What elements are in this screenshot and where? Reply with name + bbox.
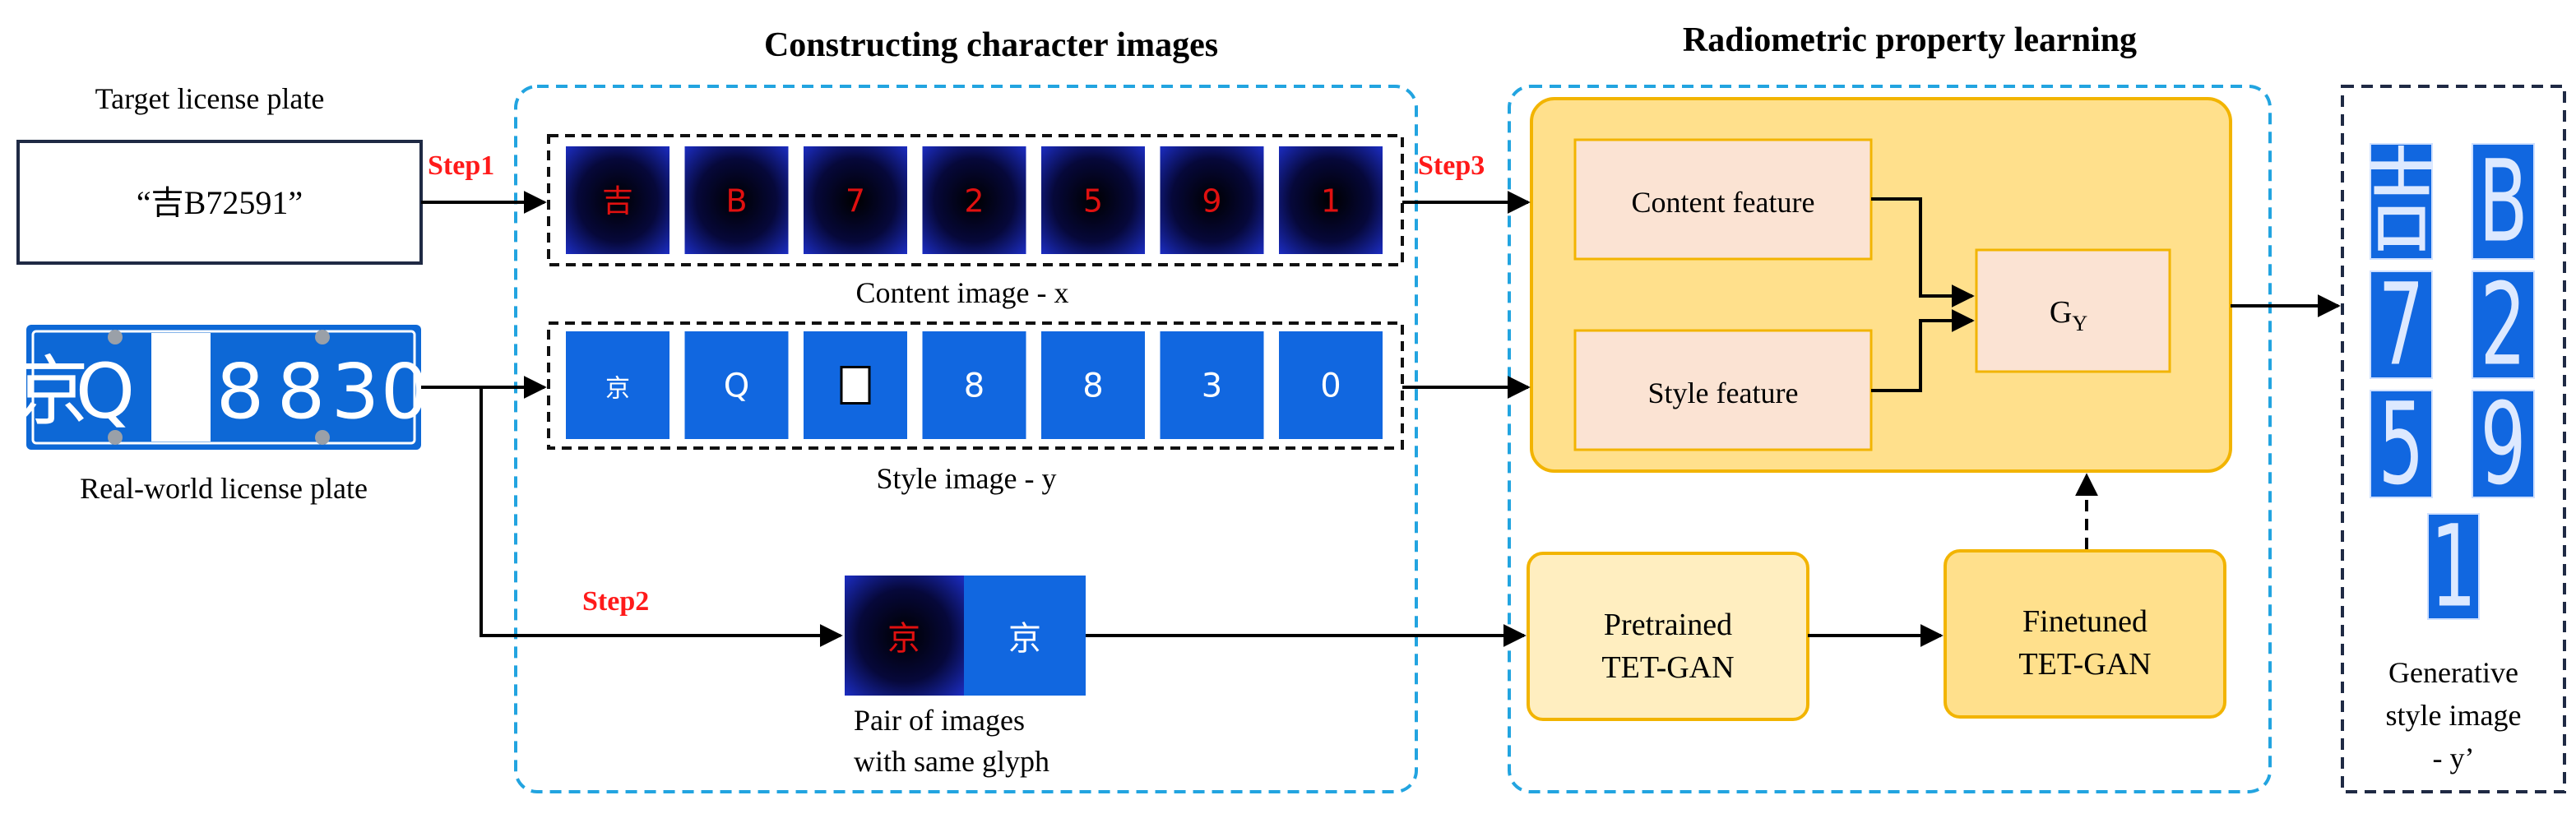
step3-label: Step3 <box>1418 150 1485 181</box>
pretrained-line2: TET-GAN <box>1601 650 1734 685</box>
output-tile <box>2370 143 2433 260</box>
masked-glyph <box>840 366 871 405</box>
content-tile-char: 9 <box>1202 183 1221 220</box>
real-plate-char: 8 <box>216 348 265 436</box>
generator-sub: Y <box>2072 312 2087 335</box>
arrow-style-to-generator <box>1871 309 1975 392</box>
output-tile-char: 7 <box>2379 260 2425 391</box>
output-tile-char: 2 <box>2481 260 2527 391</box>
output-caption-line3: - y’ <box>2433 742 2475 774</box>
style-image-caption: Style image - y <box>877 462 1057 495</box>
style-tile-char: Q <box>724 368 749 405</box>
style-tile-char: 0 <box>1320 368 1341 405</box>
title-constructing: Constructing character images <box>764 26 1218 64</box>
pretrained-line1: Pretrained <box>1604 608 1732 642</box>
output-caption-line2: style image <box>2386 699 2522 732</box>
style-feature-label: Style feature <box>1648 377 1799 409</box>
generator-box <box>1975 248 2171 373</box>
output-tile-char: 9 <box>2481 379 2527 511</box>
constructing-frame <box>514 85 1418 793</box>
output-tile <box>2472 390 2535 498</box>
glyph-pair: 京 京 <box>845 576 1086 696</box>
output-tile-char: 吉 <box>2365 136 2438 268</box>
content-image-caption: Content image - x <box>856 276 1069 309</box>
pair-caption-line1: Pair of images <box>854 704 1025 737</box>
pair-left-char: 京 <box>887 620 920 658</box>
output-tile <box>2472 270 2535 379</box>
content-tile <box>804 146 907 254</box>
style-tile-char: 8 <box>1082 368 1103 405</box>
real-plate-char: 京 <box>13 348 89 436</box>
style-tile <box>1041 331 1145 439</box>
output-tile <box>2370 390 2433 498</box>
output-tile <box>2472 143 2535 260</box>
output-tile-char: 5 <box>2379 379 2425 511</box>
content-tile <box>684 146 789 254</box>
real-plate-char: 3 <box>331 348 380 436</box>
connectors <box>421 191 2341 647</box>
finetuned-line1: Finetuned <box>2022 604 2147 639</box>
content-tile <box>1279 146 1383 254</box>
content-tile <box>1160 146 1264 254</box>
style-tile <box>566 331 669 439</box>
pair-caption-line2: with same glyph <box>854 745 1049 778</box>
generator-label: GY <box>2050 295 2087 335</box>
output-tile-char: 1 <box>2430 502 2476 633</box>
output-tile-char: B <box>2478 136 2527 268</box>
style-tile <box>922 331 1026 439</box>
style-tile <box>684 331 789 439</box>
real-plate-char: 8 <box>277 348 326 436</box>
radiometric-frame <box>1508 85 2272 793</box>
real-plate-label: Real-world license plate <box>80 472 368 505</box>
step2-label: Step2 <box>582 586 649 617</box>
target-plate-box <box>16 140 423 265</box>
title-radiometric: Radiometric property learning <box>1683 21 2137 59</box>
style-tile <box>1279 331 1383 439</box>
output-tile <box>2427 513 2480 620</box>
generator-main: G <box>2050 295 2072 330</box>
content-feature-box <box>1573 138 1873 261</box>
style-feature-box <box>1573 329 1873 451</box>
style-tile-char: 8 <box>964 368 985 405</box>
content-tile <box>922 146 1026 254</box>
output-frame <box>2341 85 2566 793</box>
content-feature-label: Content feature <box>1632 186 1815 219</box>
real-plate-char: Q <box>76 348 135 436</box>
finetuned-tetgan-box <box>1944 549 2226 719</box>
content-tile-char: 1 <box>1321 183 1341 220</box>
content-tile <box>566 146 669 254</box>
style-tile <box>1160 331 1264 439</box>
content-row-frame <box>547 134 1404 266</box>
content-tile-char: 吉 <box>602 183 633 220</box>
real-plate-char: 0 <box>381 348 429 436</box>
arrow-content-to-generator <box>1871 197 1975 307</box>
pair-right-char: 京 <box>1008 620 1041 658</box>
content-tile <box>1041 146 1145 254</box>
finetuned-line2: TET-GAN <box>2018 647 2151 682</box>
target-plate-label: Target license plate <box>95 82 325 115</box>
content-tile-char: B <box>725 183 747 220</box>
step1-label: Step1 <box>428 150 494 181</box>
content-tile-char: 7 <box>846 183 865 220</box>
style-tile-char: 京 <box>605 375 630 404</box>
output-caption-line1: Generative <box>2388 656 2518 689</box>
arrow-step2 <box>480 387 843 647</box>
output-tile <box>2370 270 2433 379</box>
content-tile-char: 5 <box>1083 183 1103 220</box>
style-row-frame <box>547 321 1404 450</box>
content-tile-char: 2 <box>964 183 984 220</box>
target-plate-text: “吉B72591” <box>137 184 303 221</box>
style-tile-char: 3 <box>1202 368 1222 405</box>
